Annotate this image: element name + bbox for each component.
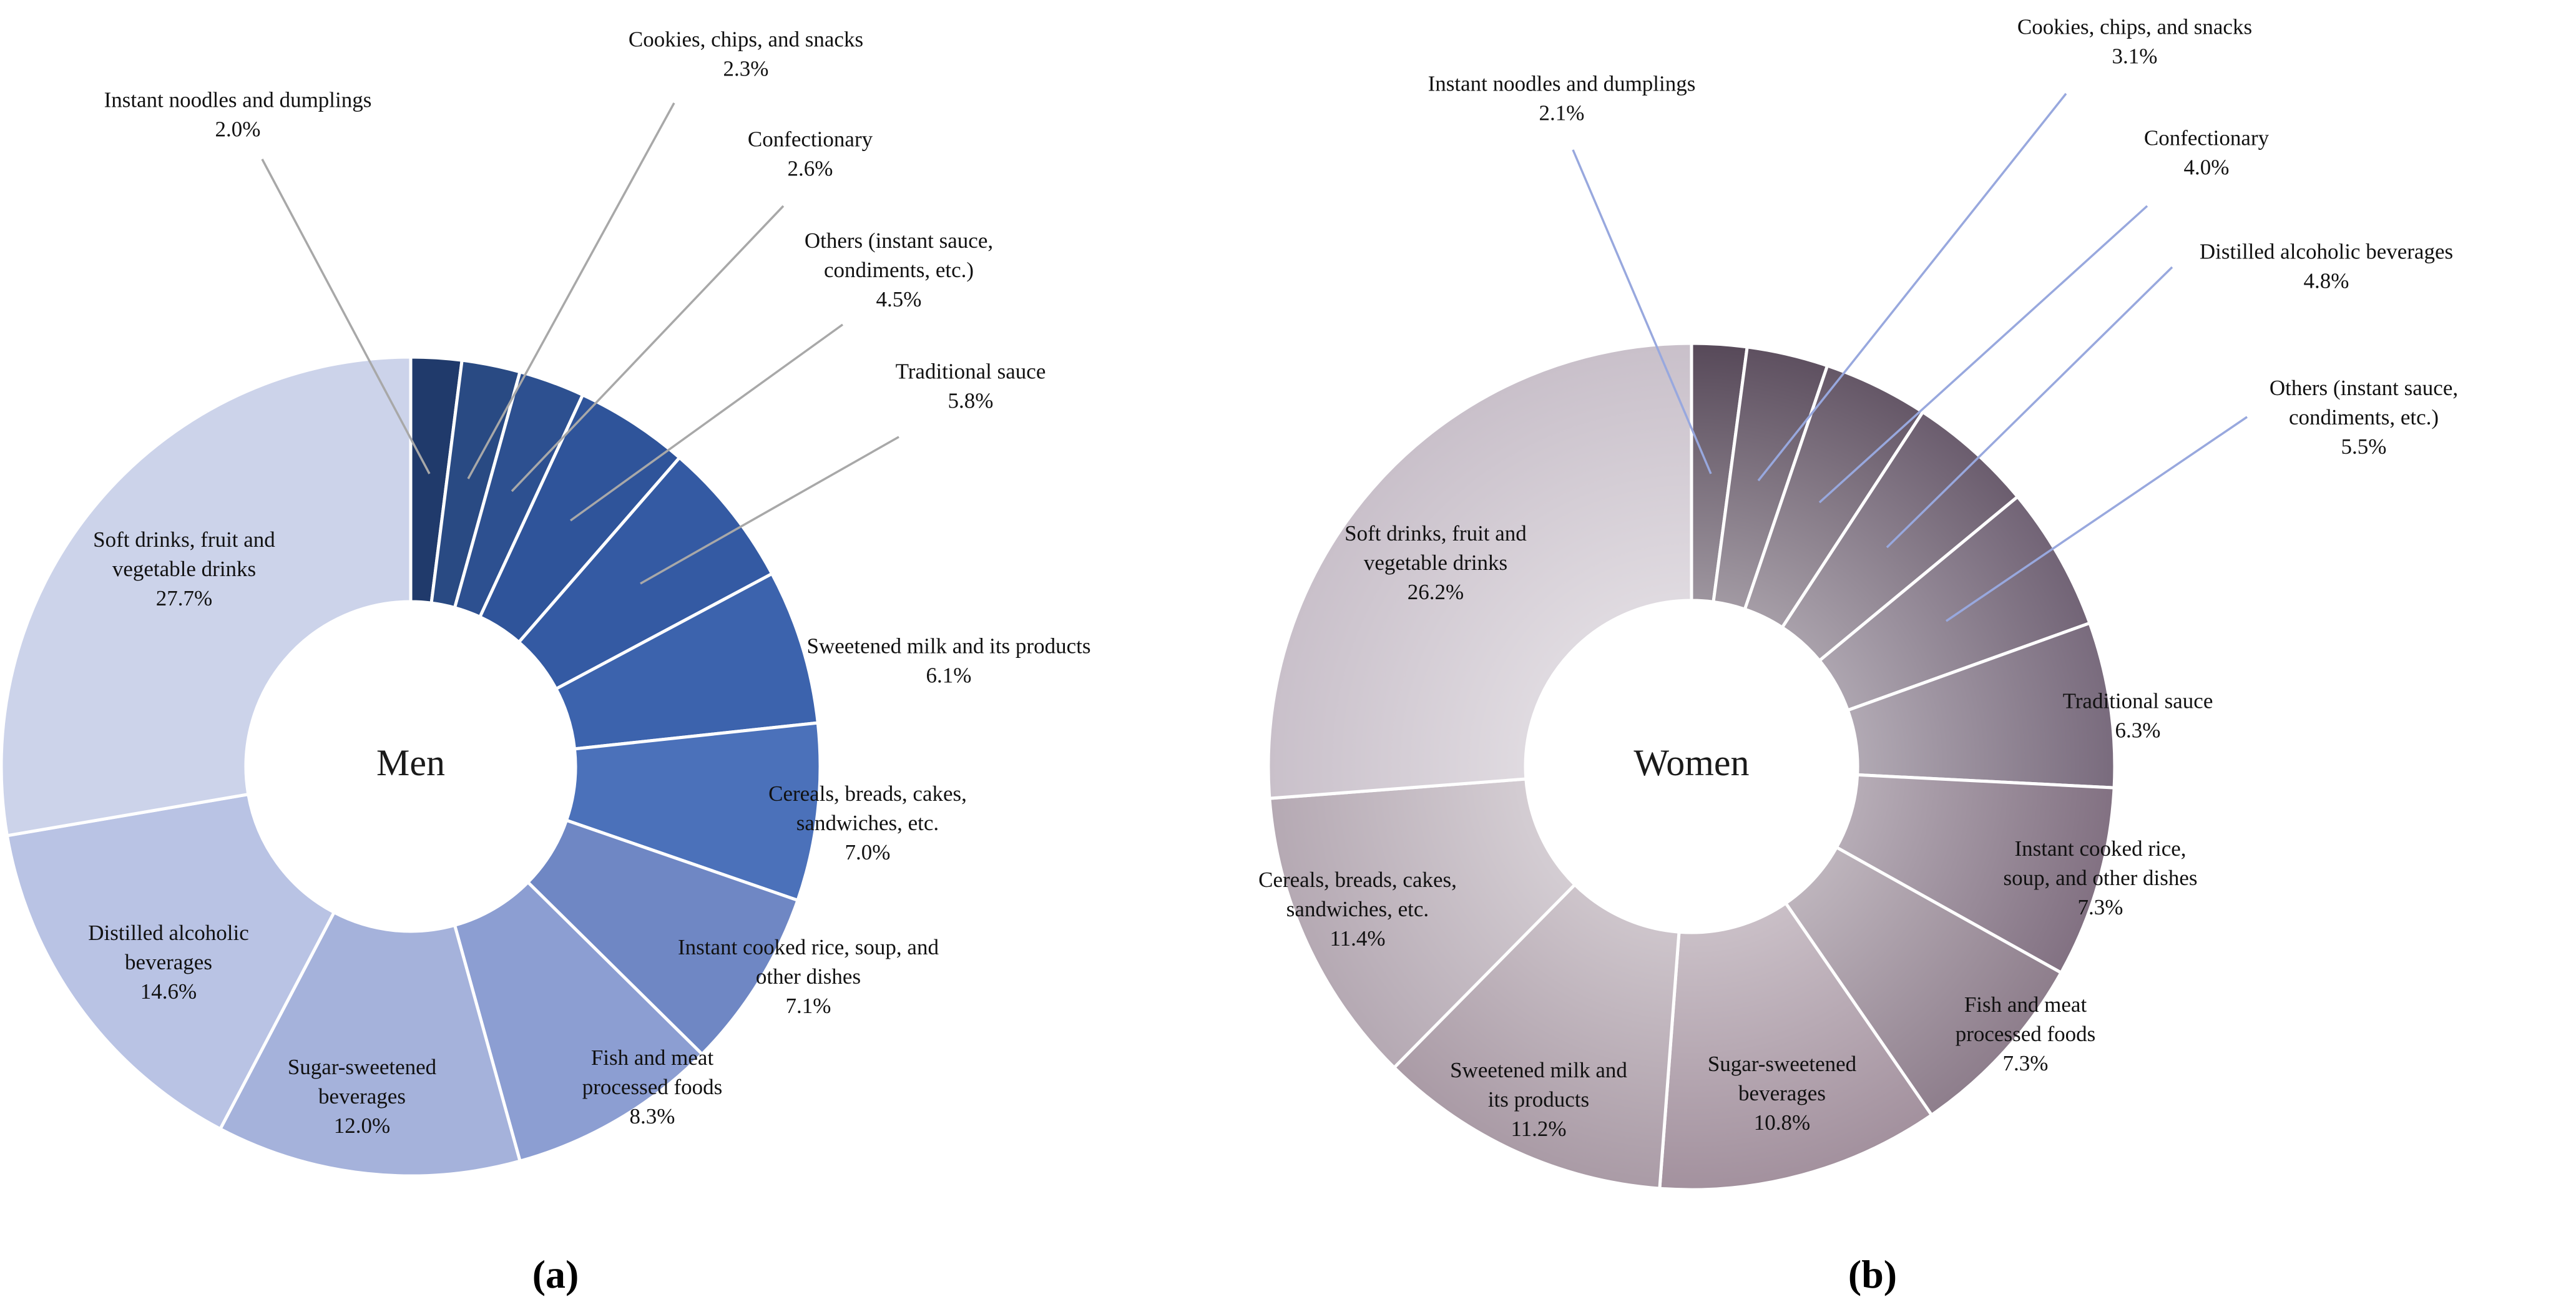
label-women-instant-cooked-rice-soup-and-other-dishes: Instant cooked rice,soup, and other dish… bbox=[2003, 836, 2197, 919]
leader-line-men-instant-noodles-and-dumplings bbox=[261, 159, 431, 474]
slice-men-soft-drinks-fruit-and-vegetable-drinks bbox=[0, 355, 413, 838]
panel-label-b: (b) bbox=[1848, 1252, 1898, 1296]
slice-men-cereals-breads-cakes-sandwiches-etc bbox=[565, 721, 822, 902]
leader-line-men-cookies-chips-and-snacks bbox=[467, 102, 675, 479]
leader-line-women-cookies-chips-and-snacks bbox=[1757, 92, 2067, 482]
label-women-cereals-breads-cakes-sandwiches-etc: Cereals, breads, cakes,sandwiches, etc.1… bbox=[1258, 868, 1457, 951]
label-men-others-instant-sauce-condiments-etc: Others (instant sauce,condiments, etc.)4… bbox=[805, 228, 993, 311]
leader-line-men-confectionary bbox=[511, 205, 785, 492]
slice-men-instant-cooked-rice-soup-and-other-dishes bbox=[526, 818, 800, 1056]
label-men-cereals-breads-cakes-sandwiches-etc: Cereals, breads, cakes,sandwiches, etc.7… bbox=[768, 781, 967, 864]
slice-men-sugar-sweetened-beverages bbox=[218, 911, 522, 1178]
center-title-men: Men bbox=[376, 742, 445, 783]
leader-line-women-confectionary bbox=[1818, 205, 2148, 504]
leader-line-women-others-instant-sauce-condiments-etc bbox=[1946, 416, 2248, 622]
panel-label-a: (a) bbox=[532, 1252, 579, 1296]
leader-line-men-others-instant-sauce-condiments-etc bbox=[569, 323, 844, 522]
slice-men-fish-and-meat-processed-foods bbox=[453, 881, 704, 1163]
center-title-women: Women bbox=[1633, 742, 1749, 783]
leader-line-women-instant-noodles-and-dumplings bbox=[1572, 149, 1712, 474]
slice-men-distilled-alcoholic-beverages bbox=[5, 793, 336, 1131]
leader-line-women-distilled-alcoholic-beverages bbox=[1886, 266, 2173, 549]
leader-line-men-traditional-sauce bbox=[640, 436, 899, 585]
label-women-others-instant-sauce-condiments-etc: Others (instant sauce,condiments, etc.)5… bbox=[2270, 376, 2458, 459]
